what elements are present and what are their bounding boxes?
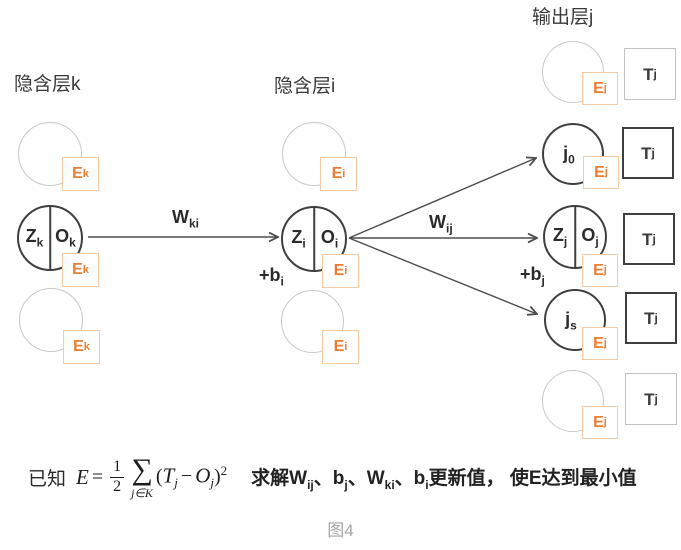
weight-label-wki: Wki (172, 207, 200, 231)
formula-known-text: 已知 (28, 468, 67, 490)
formula-solve-text: 求解Wij、bj、Wki、bi更新值， 使E达到最小值 (251, 467, 637, 492)
node-divider (574, 206, 576, 268)
zj-label: Zj (552, 225, 568, 249)
oi-label: Oi (320, 227, 339, 251)
output-layer-j-title: 输出层j (532, 7, 594, 28)
bias-label-bj: +bj (520, 264, 545, 288)
j0-label: j0 (563, 142, 575, 167)
weight-label-wij: Wij (429, 212, 453, 236)
hidden-layer-i-title: 隐含层i (274, 76, 336, 97)
formula-sum: ∑ j∈K (131, 453, 153, 500)
arrow-wij-top (348, 158, 536, 239)
formula-E: E (76, 464, 89, 489)
figure-caption: 图4 (327, 521, 354, 540)
node-js: js (544, 289, 606, 351)
oj-label: Oj (581, 225, 599, 249)
ok-label: Ok (55, 226, 76, 250)
node-j0: j0 (542, 123, 604, 185)
arrow-wij-bottom (348, 237, 537, 314)
ghost-node-i-bottom (281, 290, 344, 353)
ghost-node-i-top (282, 122, 346, 186)
zi-label: Zi (291, 227, 306, 251)
formula-equals: = (91, 465, 104, 488)
sigma-symbol: ∑ (131, 453, 153, 486)
node-zk-ok: Zk Ok (17, 205, 83, 271)
bias-label-bi: +bi (259, 265, 284, 289)
node-zi-oi: Zi Oi (281, 206, 347, 272)
ghost-node-k-top (18, 122, 82, 186)
error-formula: 已知 E = 1 2 ∑ j∈K (Tj−Oj)2 求解Wij、bj、Wki、b… (28, 448, 637, 506)
node-zj-oj: Zj Oj (543, 205, 607, 269)
js-label: js (565, 308, 577, 333)
zk-label: Zk (25, 226, 44, 250)
ghost-node-j-bottom (542, 370, 604, 432)
sigma-subscript: j∈K (131, 486, 153, 500)
node-divider (49, 206, 51, 270)
ghost-node-k-bottom (19, 288, 83, 352)
formula-fraction: 1 2 (110, 458, 125, 496)
node-divider (313, 207, 315, 271)
formula-squared-term: (Tj−Oj)2 (155, 462, 228, 491)
hidden-layer-k-title: 隐含层k (14, 74, 81, 95)
